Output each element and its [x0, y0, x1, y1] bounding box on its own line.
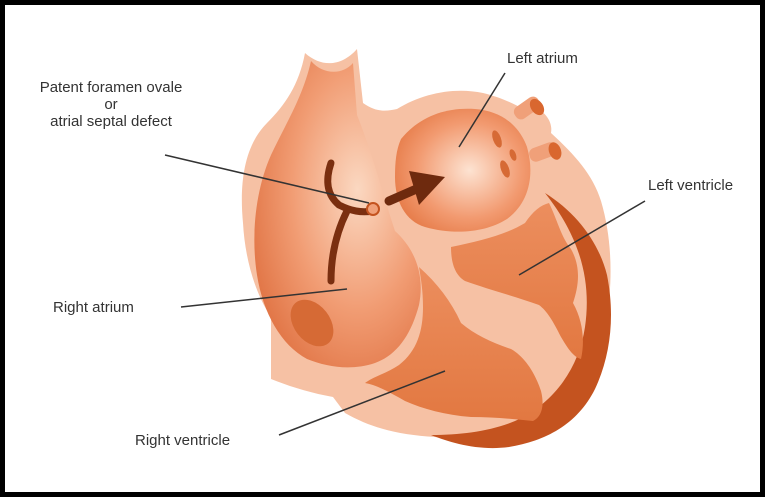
label-left-ventricle: Left ventricle [648, 177, 733, 194]
heart-diagram: Patent foramen ovale or atrial septal de… [5, 5, 760, 492]
label-pfo-line1: Patent foramen ovale [40, 79, 183, 96]
label-right-atrium: Right atrium [53, 299, 134, 316]
label-pfo-line2: or [104, 96, 117, 113]
label-left-atrium: Left atrium [507, 50, 578, 67]
left-atrium-chamber [395, 109, 530, 232]
foramen-opening [367, 203, 379, 215]
diagram-canvas: Patent foramen ovale or atrial septal de… [5, 5, 760, 492]
label-right-ventricle: Right ventricle [135, 432, 230, 449]
label-pfo-line3: atrial septal defect [50, 113, 173, 130]
